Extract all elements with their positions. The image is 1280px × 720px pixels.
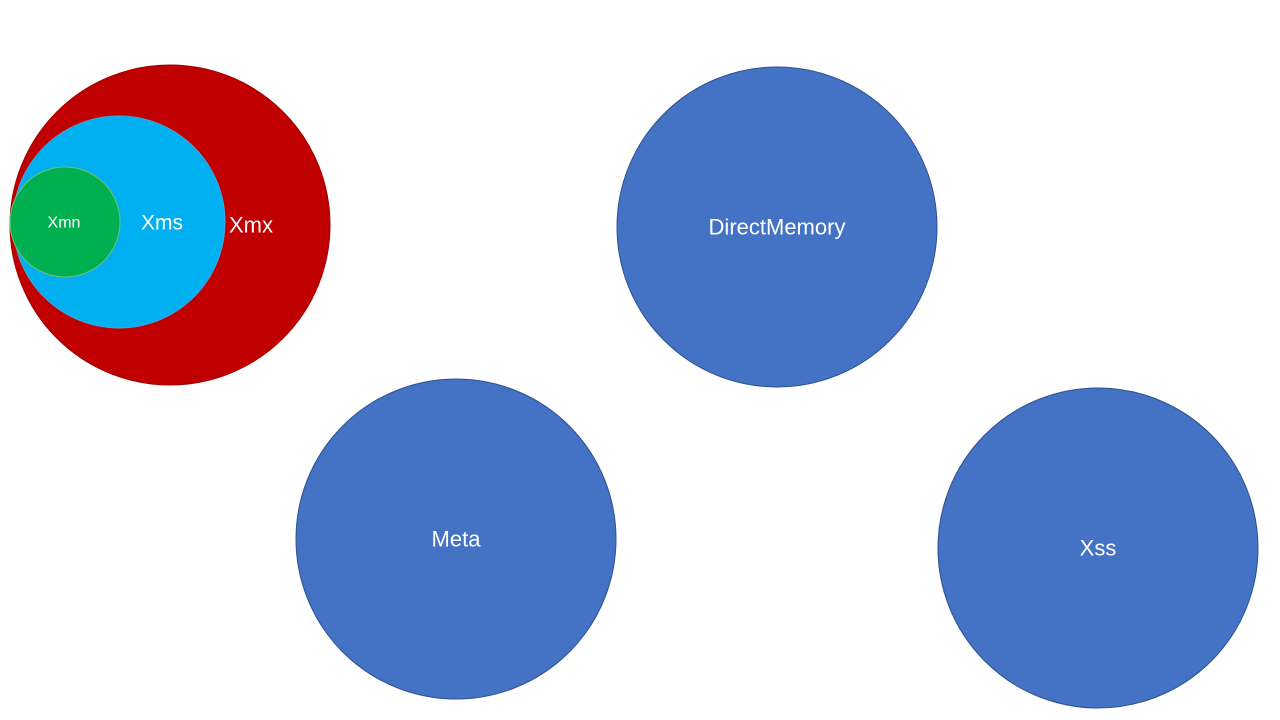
xmx-label: Xmx	[229, 213, 273, 238]
direct-memory-label: DirectMemory	[709, 215, 846, 240]
xss-circle	[937, 387, 1259, 709]
direct-memory-group: DirectMemory	[616, 66, 938, 388]
meta-label: Meta	[432, 527, 482, 552]
xmn-label: Xmn	[48, 215, 81, 232]
xmn-circle	[9, 166, 121, 278]
heap-group: Xmx Xms Xmn	[9, 64, 331, 386]
meta-circle	[295, 378, 617, 700]
xss-label: Xss	[1080, 536, 1117, 561]
xss-group: Xss	[937, 387, 1259, 709]
xms-label: Xms	[141, 212, 183, 235]
meta-group: Meta	[295, 378, 617, 700]
direct-memory-circle	[616, 66, 938, 388]
